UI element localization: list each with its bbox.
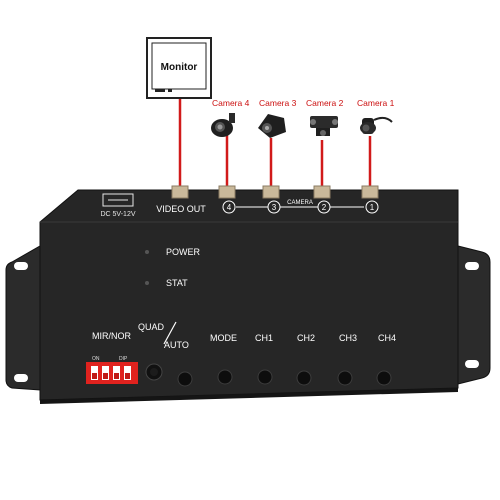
camera-port-numbers: 4 3 2 1 CAMERA [222,200,379,214]
camera-3-icon [258,114,286,138]
dip-label: DIP [119,356,128,362]
video-out-connector [171,185,189,199]
port-number-2: 2 [322,203,327,212]
stat-led-label: STAT [166,278,188,288]
camera4-connector [218,185,236,199]
video-out-label: VIDEO OUT [156,204,206,214]
power-led [145,250,149,254]
ch1-label: CH1 [255,333,273,343]
monitor-label: Monitor [161,62,198,73]
quad-auto-button[interactable] [145,363,163,381]
ch2-label: CH2 [297,333,315,343]
mode-button[interactable] [177,371,193,387]
camera2-connector [313,185,331,199]
dip-on-label: ON [92,356,100,362]
camera1-label: Camera 1 [357,98,395,108]
port-number-3: 3 [272,203,277,212]
camera4-label: Camera 4 [212,98,250,108]
mode-button-2[interactable] [217,369,233,385]
ch3-label: CH3 [339,333,357,343]
ch4-label: CH4 [378,333,396,343]
dc-power-icon [102,193,134,207]
cables [178,98,372,192]
rca-connectors [171,185,379,199]
auto-label: AUTO [164,340,189,350]
camera2-label: Camera 2 [306,98,344,108]
port-number-4: 4 [227,203,232,212]
port-number-1: 1 [370,203,375,212]
camera-1-icon [360,116,393,134]
camera1-connector [361,185,379,199]
mounting-brackets [5,245,491,391]
camera-group-label: CAMERA [287,200,313,206]
ch3-button[interactable] [337,370,353,386]
ch1-button[interactable] [257,369,273,385]
power-input-label: DC 5V-12V [100,211,135,218]
dip-switch[interactable] [86,362,138,384]
camera-2-icon [310,116,338,136]
camera3-label: Camera 3 [259,98,297,108]
device-body [39,189,459,401]
quad-label: QUAD [138,322,165,332]
camera-4-icon [211,113,235,137]
stat-led [145,281,149,285]
mode-label: MODE [210,333,237,343]
camera3-connector [262,185,280,199]
ch2-button[interactable] [296,370,312,386]
ch4-button[interactable] [376,370,392,386]
monitor: Monitor [146,37,212,99]
power-led-label: POWER [166,247,201,257]
mir-nor-label: MIR/NOR [92,331,131,341]
